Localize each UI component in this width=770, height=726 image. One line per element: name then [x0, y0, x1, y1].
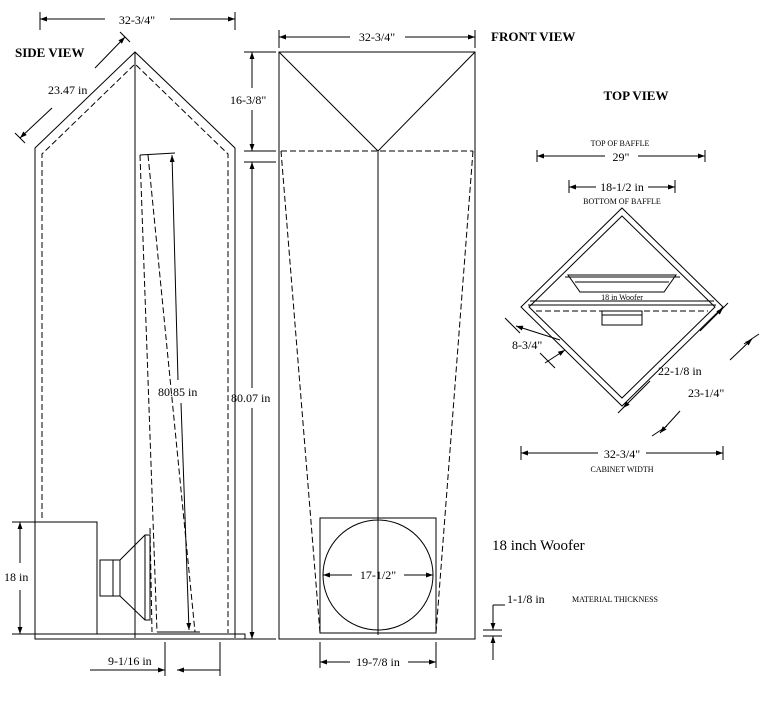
top-baffle-dim: 29": [613, 150, 630, 164]
woofer-title: 18 inch Woofer: [492, 538, 585, 554]
side-width-dim: 32-3/4": [119, 13, 155, 27]
front-woofer-dim: 17-1/2": [360, 568, 396, 582]
notes: 18 inch Woofer 1-1/8 in MATERIAL THICKNE…: [483, 538, 658, 660]
bottom-baffle-label: BOTTOM OF BAFFLE: [583, 197, 661, 206]
material-label: MATERIAL THICKNESS: [572, 595, 658, 604]
top-woofer-label: 18 in Woofer: [601, 293, 643, 302]
top-view-title: TOP VIEW: [604, 88, 669, 103]
cabinet-width-label: CABINET WIDTH: [590, 465, 653, 474]
side-slant-dim: 23.47 in: [48, 83, 87, 97]
top-cabinet-dim: 32-3/4": [604, 447, 640, 461]
side-view-title: SIDE VIEW: [15, 45, 84, 60]
side-view: SIDE VIEW 32-3/4" 23.47 in 80.85 in: [4, 12, 246, 676]
top-baffle-label: TOP OF BAFFLE: [591, 139, 650, 148]
side-diagonal-dim: 80.85 in: [158, 385, 197, 399]
material-dim: 1-1/8 in: [507, 592, 545, 606]
side-bottom-dim: 9-1/16 in: [108, 654, 152, 668]
top-view: TOP VIEW TOP OF BAFFLE 29" 18-1/2 in BOT…: [504, 88, 760, 474]
bottom-baffle-dim: 18-1/2 in: [600, 180, 644, 194]
front-view-title: FRONT VIEW: [491, 29, 575, 44]
top-outer-side-dim: 23-1/4": [688, 386, 724, 400]
front-top-height-dim: 16-3/8": [230, 93, 266, 107]
front-bottom-dim: 19-7/8 in: [356, 655, 400, 669]
side-box-dim: 18 in: [4, 570, 28, 584]
front-view: FRONT VIEW 32-3/4" 17-1/2" 16-3/8" 80.07…: [230, 29, 575, 669]
top-inner-side-dim: 22-1/8 in: [658, 364, 702, 378]
top-depth-dim: 8-3/4": [512, 338, 542, 352]
front-width-dim: 32-3/4": [359, 30, 395, 44]
front-height-dim: 80.07 in: [231, 391, 270, 405]
